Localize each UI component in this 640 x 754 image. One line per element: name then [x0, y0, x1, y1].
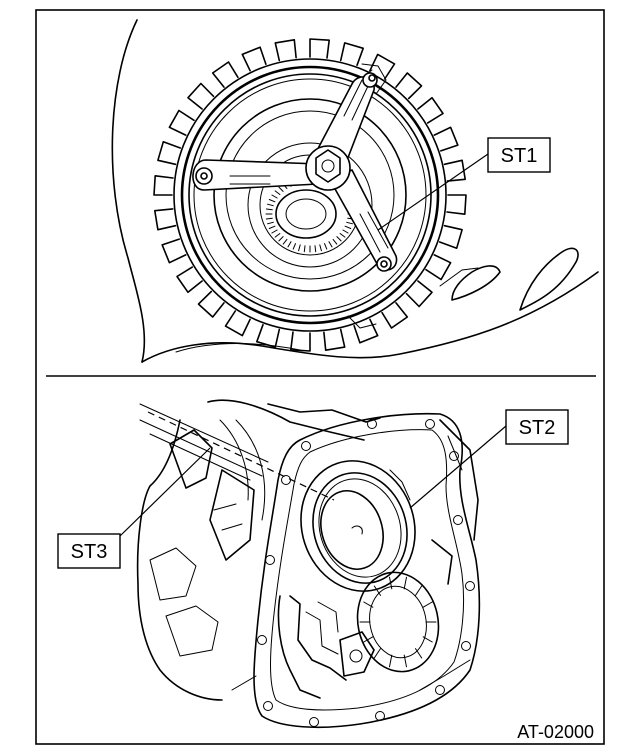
- bolt-hole: [265, 555, 275, 565]
- drum-tooth: [417, 96, 444, 124]
- st3-leader-line: [119, 447, 211, 537]
- drum-tooth: [353, 318, 379, 344]
- pump-tooth: [403, 654, 407, 668]
- bolt-hole: [281, 475, 291, 485]
- drum-tooth: [443, 159, 466, 182]
- figure-frame: [35, 9, 605, 745]
- drum-tooth: [290, 331, 311, 352]
- drum-tooth: [157, 141, 182, 166]
- drum-tooth: [168, 109, 195, 136]
- hub-spline: [292, 243, 296, 250]
- drum-tooth: [224, 310, 251, 337]
- hub-spline: [314, 245, 317, 253]
- bolt-hole: [461, 641, 471, 651]
- bolt-hole: [367, 419, 377, 429]
- callout-st2-label: ST2: [519, 417, 556, 439]
- drum-tooth: [161, 238, 187, 264]
- pump-tooth: [422, 601, 433, 608]
- st2-installer-tool: [300, 460, 416, 592]
- pump-tooth: [415, 585, 423, 596]
- bolt-hole: [465, 581, 475, 591]
- pump-tooth: [363, 636, 374, 643]
- drum-tooth: [154, 208, 177, 231]
- hub-spline: [298, 244, 301, 252]
- bolt-hole: [375, 711, 385, 721]
- drum-tooth: [197, 290, 225, 318]
- pump-tooth: [373, 648, 381, 659]
- hub-spline: [278, 236, 284, 242]
- bolt-hole: [425, 419, 435, 429]
- hub-spline: [287, 241, 292, 248]
- bolt-hole: [301, 441, 311, 451]
- clutch-drum-teeth: [153, 38, 467, 352]
- hub-spline: [274, 190, 281, 195]
- pump-tooth: [403, 576, 407, 590]
- st1-leader-line: [377, 153, 489, 231]
- drum-tooth: [381, 302, 409, 329]
- hub-spline: [278, 186, 284, 192]
- drum-tooth: [153, 175, 174, 196]
- drum-tooth: [369, 53, 396, 80]
- drum-tooth: [241, 46, 267, 72]
- pump-tooth: [373, 585, 381, 596]
- bolt-hole: [309, 717, 319, 727]
- hub-spline: [328, 241, 333, 248]
- callout-st2: ST2: [505, 409, 569, 445]
- drum-tooth: [309, 38, 330, 59]
- top-panel-drawing: [111, 19, 599, 363]
- drum-tooth: [339, 42, 364, 67]
- hub-spline: [346, 221, 353, 225]
- hub-spline: [265, 217, 273, 220]
- drum-tooth: [438, 224, 463, 249]
- hub-spline: [271, 229, 278, 234]
- drum-tooth: [187, 82, 215, 110]
- drum-tooth: [446, 194, 467, 215]
- hub-spline: [344, 225, 352, 229]
- hub-spline: [342, 229, 349, 234]
- hub-spline: [274, 233, 281, 238]
- drum-tooth: [405, 280, 433, 308]
- drum-tooth: [256, 323, 281, 348]
- callout-st1-label: ST1: [501, 145, 538, 167]
- pump-tooth: [389, 654, 393, 668]
- figure-id: AT-02000: [517, 722, 594, 742]
- hub-spline: [332, 238, 338, 245]
- callout-st3-label: ST3: [71, 541, 108, 563]
- bolt-hole: [257, 635, 267, 645]
- st2-leader-line: [409, 425, 507, 509]
- hub-spline: [267, 203, 274, 207]
- hub-spline: [303, 245, 306, 253]
- drum-tooth: [176, 266, 203, 294]
- hub-spline: [339, 233, 346, 238]
- drum-tooth: [395, 72, 423, 100]
- hub-spline: [336, 236, 342, 242]
- flange-bolt-holes: [257, 419, 475, 727]
- pump-gear-teeth: [359, 576, 437, 668]
- callout-st3: ST3: [57, 533, 121, 569]
- hub-spline: [324, 243, 328, 250]
- hub-spline: [319, 244, 322, 252]
- bolt-hole: [263, 701, 273, 711]
- pump-tooth: [363, 601, 374, 608]
- st1-spanner-tool: [192, 63, 398, 272]
- hub-spline: [268, 199, 276, 203]
- drum-tooth: [433, 126, 459, 152]
- bottom-panel-drawing: [119, 399, 507, 729]
- hub-spline: [268, 225, 276, 229]
- callout-st1: ST1: [487, 137, 551, 173]
- drum-tooth: [425, 254, 452, 281]
- drum-tooth: [323, 328, 346, 351]
- pump-tooth: [415, 648, 423, 659]
- bolt-hole: [453, 515, 463, 525]
- drum-tooth: [274, 39, 297, 62]
- hub-spline: [282, 238, 288, 245]
- hub-spline: [267, 221, 274, 225]
- bolt-hole: [435, 685, 445, 695]
- drum-tooth: [211, 61, 239, 88]
- hub-spline: [271, 194, 278, 199]
- pump-tooth: [389, 576, 393, 590]
- hub-spline: [265, 208, 273, 211]
- pump-tooth: [422, 636, 433, 643]
